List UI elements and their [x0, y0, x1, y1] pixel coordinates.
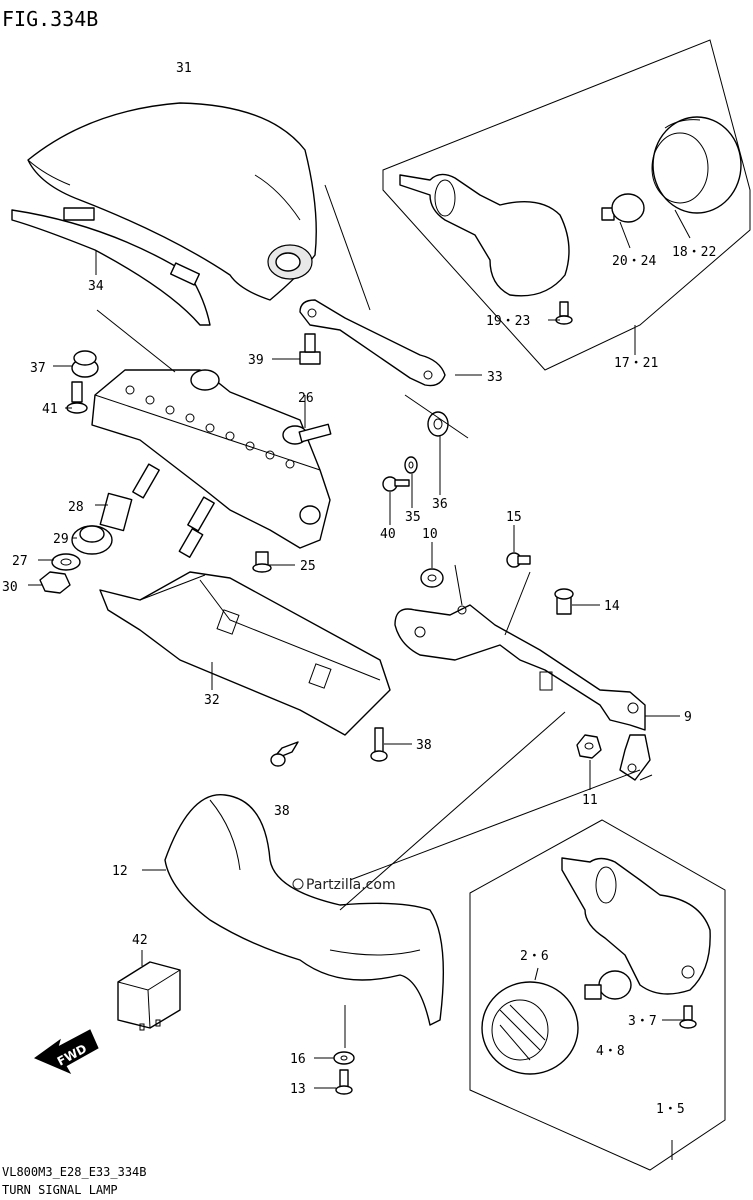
label-11: 11	[582, 793, 598, 808]
bolt-39	[299, 333, 321, 365]
rear-screw	[555, 301, 573, 325]
screw-38-b	[370, 727, 388, 762]
washer-27	[51, 553, 81, 571]
figure-name: TURN SIGNAL LAMP	[2, 1183, 118, 1197]
nut-11	[576, 734, 602, 759]
grommet-37	[71, 350, 99, 378]
label-16: 16	[290, 1052, 306, 1067]
label-38-right: 38	[416, 738, 432, 753]
rear-lens	[651, 116, 742, 214]
front-turn-signal-box	[469, 819, 726, 1171]
label-27: 27	[12, 554, 28, 569]
label-42: 42	[132, 933, 148, 948]
callout-labels: 31 34 37 41 39 33 26 28 29 27 30 25 40 3…	[2, 61, 716, 1117]
plate-bracket	[299, 299, 446, 387]
figure-code: VL800M3_E28_E33_334B	[2, 1165, 147, 1179]
label-36: 36	[432, 497, 448, 512]
screw-25	[252, 551, 272, 573]
stud-bolts	[132, 463, 215, 558]
rear-turn-signal-box	[382, 39, 751, 371]
cushion-29	[71, 525, 113, 555]
screw-38-a	[270, 741, 299, 767]
label-40: 40	[380, 527, 396, 542]
label-28: 28	[68, 500, 84, 515]
rear-fender-cover	[27, 102, 317, 301]
bolt-14	[554, 588, 574, 615]
label-15: 15	[506, 510, 522, 525]
label-30: 30	[2, 580, 18, 595]
label-1-5: 1・5	[656, 1102, 685, 1117]
watermark-text: Partzilla.com	[306, 877, 396, 893]
label-14: 14	[604, 599, 620, 614]
label-41: 41	[42, 402, 58, 417]
leader-lines	[28, 184, 691, 1160]
label-20-24: 20・24	[612, 254, 656, 269]
label-3-7: 3・7	[628, 1014, 657, 1029]
bolt-41	[66, 381, 88, 414]
rear-bulb	[601, 193, 645, 223]
nut-30	[39, 571, 71, 594]
label-37: 37	[30, 361, 46, 376]
label-10: 10	[422, 527, 438, 542]
license-bracket	[99, 571, 391, 736]
frame-bracket	[91, 369, 331, 549]
label-35: 35	[405, 510, 421, 525]
screw-40	[382, 476, 410, 492]
label-34: 34	[88, 279, 104, 294]
reflector-strip	[11, 207, 211, 326]
label-31: 31	[176, 61, 192, 76]
washer-35	[404, 456, 418, 474]
label-38-left: 38	[274, 804, 290, 819]
grommet-36	[427, 411, 449, 437]
label-19-23: 19・23	[486, 314, 530, 329]
rear-cover	[164, 794, 445, 1026]
fwd-arrow-badge: FWD	[33, 1029, 99, 1075]
lamp-bracket	[394, 604, 651, 781]
label-32: 32	[204, 693, 220, 708]
label-29: 29	[53, 532, 69, 547]
screw-13	[335, 1069, 353, 1095]
label-33: 33	[487, 370, 503, 385]
front-bulb	[584, 970, 632, 1000]
front-lens	[481, 981, 579, 1075]
nut-10	[420, 568, 444, 588]
label-12: 12	[112, 864, 128, 879]
figure-title: FIG.334B	[2, 7, 98, 31]
label-39: 39	[248, 353, 264, 368]
bolt-26	[298, 423, 332, 443]
label-13: 13	[290, 1082, 306, 1097]
label-2-6: 2・6	[520, 949, 549, 964]
label-17-21: 17・21	[614, 356, 658, 371]
label-4-8: 4・8	[596, 1044, 625, 1059]
bracket-holes	[125, 385, 295, 469]
label-9: 9	[684, 710, 692, 725]
label-26: 26	[298, 391, 314, 406]
screw-15	[506, 552, 531, 568]
washer-16	[333, 1051, 355, 1065]
front-screw	[679, 1005, 697, 1029]
label-18-22: 18・22	[672, 245, 716, 260]
spacer-28	[99, 492, 133, 532]
relay	[117, 961, 181, 1031]
watermark: Partzilla.com	[292, 877, 396, 893]
label-25: 25	[300, 559, 316, 574]
